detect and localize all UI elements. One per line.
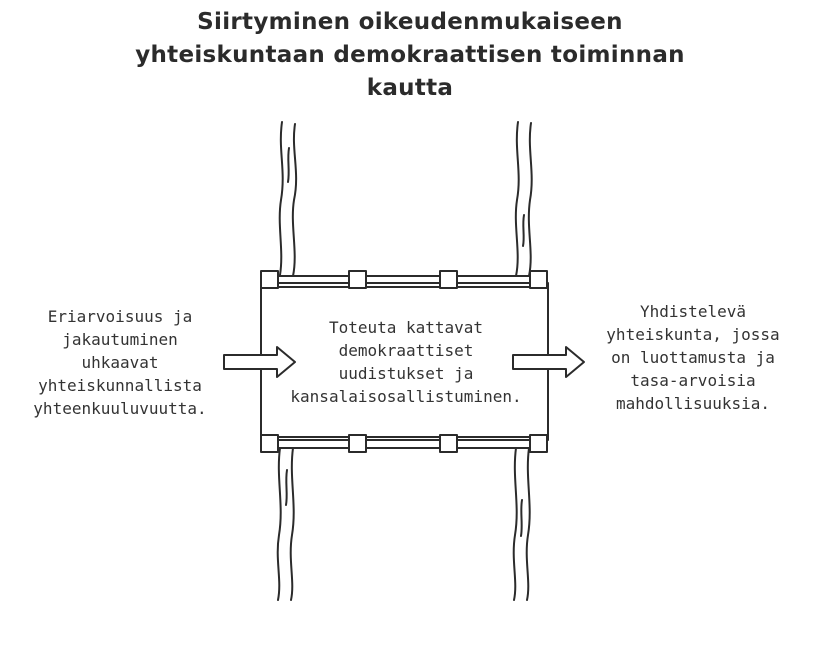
left-text-line: yhteenkuuluvuutta. bbox=[33, 399, 207, 418]
right-river-line-top-outer bbox=[514, 121, 520, 277]
title-line-3: kautta bbox=[366, 75, 454, 101]
right-river-line-bottom-inner bbox=[525, 447, 531, 601]
right-text-line: mahdollisuuksia. bbox=[615, 394, 771, 413]
bridge-post bbox=[439, 270, 458, 289]
left-river-line-bottom-inner bbox=[289, 447, 295, 601]
bridge-post bbox=[348, 434, 367, 453]
left-text-line: uhkaavat bbox=[81, 353, 159, 372]
left-river-line-top-outer bbox=[278, 121, 284, 276]
diagram-title: Siirtyminen oikeudenmukaiseen yhteiskunt… bbox=[60, 6, 760, 105]
center-text-line: demokraattiset bbox=[338, 341, 474, 360]
bridge-post bbox=[260, 434, 279, 453]
right-text-line: yhteiskunta, jossa bbox=[606, 325, 780, 344]
left-arrow-icon bbox=[223, 346, 296, 378]
right-river-accent-bottom bbox=[520, 499, 523, 537]
right-text-block: Yhdistelevä yhteiskunta, jossa on luotta… bbox=[598, 300, 788, 415]
right-arrow-icon bbox=[512, 346, 585, 378]
left-text-block: Eriarvoisuus ja jakautuminen uhkaavat yh… bbox=[10, 305, 230, 420]
right-text-line: on luottamusta ja bbox=[611, 348, 775, 367]
left-text-line: jakautuminen bbox=[62, 330, 178, 349]
center-text-block: Toteuta kattavat demokraattiset uudistuk… bbox=[270, 316, 542, 408]
left-text-line: yhteiskunnallista bbox=[38, 376, 202, 395]
left-river-line-top-inner bbox=[291, 123, 298, 277]
title-line-2: yhteiskuntaan demokraattisen toiminnan bbox=[135, 42, 685, 68]
bridge-post bbox=[529, 270, 548, 289]
bridge-post bbox=[348, 270, 367, 289]
left-river-line-bottom-outer bbox=[276, 447, 282, 601]
right-text-line: Yhdistelevä bbox=[640, 302, 746, 321]
title-line-1: Siirtyminen oikeudenmukaiseen bbox=[197, 9, 623, 35]
left-river-accent-bottom bbox=[285, 469, 288, 506]
right-river-line-top-inner bbox=[527, 122, 533, 277]
right-text-line: tasa-arvoisia bbox=[630, 371, 756, 390]
center-text-line: Toteuta kattavat bbox=[328, 318, 484, 337]
right-river-line-bottom-outer bbox=[512, 447, 518, 601]
bridge-post bbox=[439, 434, 458, 453]
left-river-accent-top bbox=[287, 147, 290, 183]
bridge-post bbox=[260, 270, 279, 289]
left-text-line: Eriarvoisuus ja bbox=[47, 307, 193, 326]
bridge-post bbox=[529, 434, 548, 453]
right-river-accent-top bbox=[522, 214, 525, 247]
center-text-line: kansalaisosallistuminen. bbox=[290, 387, 522, 406]
center-text-line: uudistukset ja bbox=[338, 364, 474, 383]
